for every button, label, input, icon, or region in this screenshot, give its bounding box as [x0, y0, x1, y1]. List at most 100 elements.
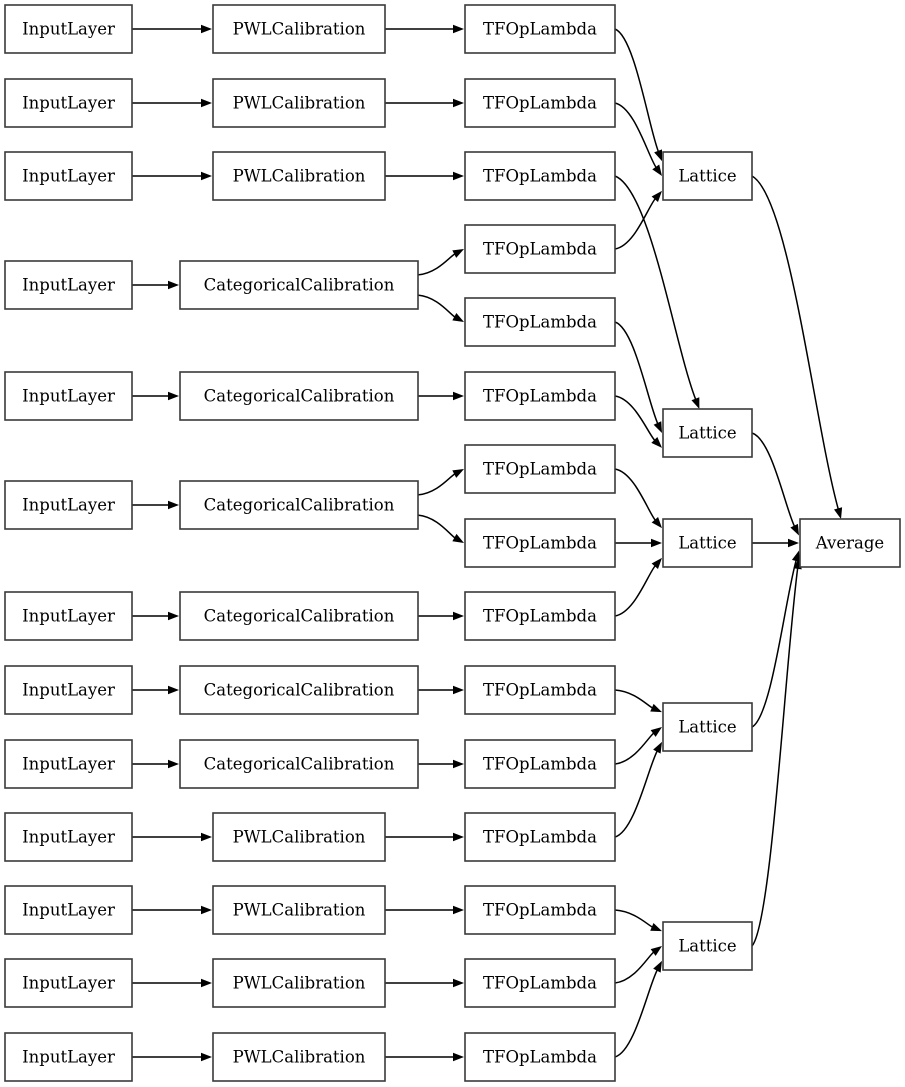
- node-lam5-tfop-lambda[interactable]: TFOpLambda: [464, 297, 616, 347]
- node-box[interactable]: [4, 812, 133, 862]
- node-box[interactable]: [179, 665, 419, 715]
- node-label: InputLayer: [22, 20, 115, 39]
- node-box[interactable]: [4, 4, 133, 54]
- node-box[interactable]: [212, 958, 386, 1008]
- node-box[interactable]: [464, 371, 616, 421]
- node-cal1-pwlcalibration[interactable]: PWLCalibration: [212, 4, 386, 54]
- node-box[interactable]: [662, 702, 753, 752]
- node-box[interactable]: [799, 518, 901, 568]
- node-cal3-pwlcalibration[interactable]: PWLCalibration: [212, 151, 386, 201]
- node-in10-input-layer[interactable]: InputLayer: [4, 812, 133, 862]
- node-box[interactable]: [662, 151, 753, 201]
- node-in1-input-layer[interactable]: InputLayer: [4, 4, 133, 54]
- node-box[interactable]: [464, 78, 616, 128]
- node-lam9-tfop-lambda[interactable]: TFOpLambda: [464, 591, 616, 641]
- node-lam6-tfop-lambda[interactable]: TFOpLambda: [464, 371, 616, 421]
- node-cal4-categorical-calibration[interactable]: CategoricalCalibration: [179, 260, 419, 310]
- node-cal11-pwlcalibration[interactable]: PWLCalibration: [212, 885, 386, 935]
- node-box[interactable]: [464, 444, 616, 494]
- node-in9-input-layer[interactable]: InputLayer: [4, 739, 133, 789]
- node-lat1-lattice[interactable]: Lattice: [662, 151, 753, 201]
- node-box[interactable]: [212, 812, 386, 862]
- node-cal13-pwlcalibration[interactable]: PWLCalibration: [212, 1032, 386, 1082]
- node-lam4-tfop-lambda[interactable]: TFOpLambda: [464, 224, 616, 274]
- node-box[interactable]: [464, 518, 616, 568]
- node-lam1-tfop-lambda[interactable]: TFOpLambda: [464, 4, 616, 54]
- node-lam3-tfop-lambda[interactable]: TFOpLambda: [464, 151, 616, 201]
- node-cal5-categorical-calibration[interactable]: CategoricalCalibration: [179, 371, 419, 421]
- node-cal2-pwlcalibration[interactable]: PWLCalibration: [212, 78, 386, 128]
- node-lam10-tfop-lambda[interactable]: TFOpLambda: [464, 665, 616, 715]
- node-box[interactable]: [212, 151, 386, 201]
- node-box[interactable]: [464, 739, 616, 789]
- node-in8-input-layer[interactable]: InputLayer: [4, 665, 133, 715]
- node-box[interactable]: [4, 371, 133, 421]
- node-box[interactable]: [464, 297, 616, 347]
- node-box[interactable]: [4, 1032, 133, 1082]
- node-lam8-tfop-lambda[interactable]: TFOpLambda: [464, 518, 616, 568]
- node-box[interactable]: [4, 665, 133, 715]
- edge-lam1-to-lat1: [614, 28, 660, 153]
- node-box[interactable]: [212, 4, 386, 54]
- node-box[interactable]: [662, 921, 753, 971]
- node-box[interactable]: [4, 958, 133, 1008]
- node-box[interactable]: [4, 78, 133, 128]
- node-box[interactable]: [464, 812, 616, 862]
- node-lam7-tfop-lambda[interactable]: TFOpLambda: [464, 444, 616, 494]
- node-lam11-tfop-lambda[interactable]: TFOpLambda: [464, 739, 616, 789]
- node-box[interactable]: [464, 151, 616, 201]
- node-box[interactable]: [464, 591, 616, 641]
- node-lat5-lattice[interactable]: Lattice: [662, 921, 753, 971]
- node-lam12-tfop-lambda[interactable]: TFOpLambda: [464, 812, 616, 862]
- node-box[interactable]: [4, 739, 133, 789]
- node-in7-input-layer[interactable]: InputLayer: [4, 591, 133, 641]
- node-box[interactable]: [464, 4, 616, 54]
- node-box[interactable]: [179, 371, 419, 421]
- node-lam15-tfop-lambda[interactable]: TFOpLambda: [464, 1032, 616, 1082]
- node-box[interactable]: [662, 518, 753, 568]
- node-cal6-categorical-calibration[interactable]: CategoricalCalibration: [179, 480, 419, 530]
- node-in13-input-layer[interactable]: InputLayer: [4, 1032, 133, 1082]
- node-in12-input-layer[interactable]: InputLayer: [4, 958, 133, 1008]
- node-avg-average[interactable]: Average: [799, 518, 901, 568]
- node-box[interactable]: [464, 958, 616, 1008]
- node-label: InputLayer: [22, 1048, 115, 1067]
- node-box[interactable]: [4, 591, 133, 641]
- node-box[interactable]: [464, 1032, 616, 1082]
- node-lat4-lattice[interactable]: Lattice: [662, 702, 753, 752]
- node-box[interactable]: [662, 408, 753, 458]
- node-lat3-lattice[interactable]: Lattice: [662, 518, 753, 568]
- node-box[interactable]: [464, 665, 616, 715]
- node-box[interactable]: [212, 885, 386, 935]
- node-lat2-lattice[interactable]: Lattice: [662, 408, 753, 458]
- node-box[interactable]: [212, 78, 386, 128]
- node-box[interactable]: [179, 739, 419, 789]
- node-box[interactable]: [179, 260, 419, 310]
- node-lam2-tfop-lambda[interactable]: TFOpLambda: [464, 78, 616, 128]
- node-in4-input-layer[interactable]: InputLayer: [4, 260, 133, 310]
- node-cal9-categorical-calibration[interactable]: CategoricalCalibration: [179, 739, 419, 789]
- node-lam13-tfop-lambda[interactable]: TFOpLambda: [464, 885, 616, 935]
- node-cal7-categorical-calibration[interactable]: CategoricalCalibration: [179, 591, 419, 641]
- node-box[interactable]: [4, 885, 133, 935]
- node-in11-input-layer[interactable]: InputLayer: [4, 885, 133, 935]
- node-in6-input-layer[interactable]: InputLayer: [4, 480, 133, 530]
- node-label: CategoricalCalibration: [204, 496, 395, 515]
- node-box[interactable]: [464, 885, 616, 935]
- node-box[interactable]: [212, 1032, 386, 1082]
- node-in3-input-layer[interactable]: InputLayer: [4, 151, 133, 201]
- node-box[interactable]: [179, 480, 419, 530]
- edge-cal6-to-lam8: [417, 514, 456, 539]
- node-cal12-pwlcalibration[interactable]: PWLCalibration: [212, 958, 386, 1008]
- node-cal10-pwlcalibration[interactable]: PWLCalibration: [212, 812, 386, 862]
- node-label: TFOpLambda: [483, 607, 597, 626]
- node-box[interactable]: [4, 151, 133, 201]
- node-box[interactable]: [179, 591, 419, 641]
- node-box[interactable]: [4, 480, 133, 530]
- node-box[interactable]: [464, 224, 616, 274]
- node-in5-input-layer[interactable]: InputLayer: [4, 371, 133, 421]
- node-lam14-tfop-lambda[interactable]: TFOpLambda: [464, 958, 616, 1008]
- node-box[interactable]: [4, 260, 133, 310]
- node-in2-input-layer[interactable]: InputLayer: [4, 78, 133, 128]
- node-cal8-categorical-calibration[interactable]: CategoricalCalibration: [179, 665, 419, 715]
